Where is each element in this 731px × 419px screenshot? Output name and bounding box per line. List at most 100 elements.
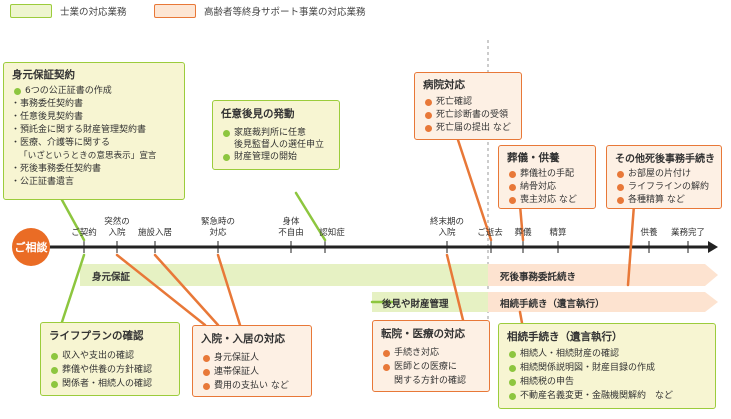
- tick-label-ninchisho: 認知症: [319, 228, 345, 238]
- tick-label-shintai-fujiyu: 身体 不自由: [278, 217, 304, 238]
- connector-nyuin-2: [153, 253, 220, 327]
- band-mimoto: [80, 264, 488, 286]
- box-item: 6つの公正証書の作成: [25, 86, 112, 96]
- bullet-icon: [14, 88, 21, 95]
- box-item: 葬儀や供養の方針確認: [62, 365, 153, 375]
- box-item: 死亡診断書の受領: [436, 110, 509, 120]
- tick-label-seisan: 精算: [549, 228, 567, 238]
- box-item: 家庭裁判所に任意: [234, 128, 307, 138]
- legend-label-shigyo: 士業の対応業務: [60, 7, 127, 18]
- box-sogi: 葬儀・供養 葬儀社の手配 納骨対応 喪主対応 など: [498, 145, 596, 209]
- bullet-icon: [51, 381, 58, 388]
- box-item: 「いざというときの意思表示」宣言: [19, 151, 157, 161]
- box-title: 病院対応: [423, 79, 465, 91]
- connectors-support: [115, 138, 636, 327]
- bullet-icon: [617, 184, 624, 191]
- box-title: 任意後見の発動: [221, 108, 295, 120]
- bullet-icon: [509, 184, 516, 191]
- box-lifeplan: ライフプランの確認 収入や支出の確認 葬儀や供養の方針確認 関係者・相続人の確認: [40, 322, 180, 396]
- box-title: 相続手続き（遺言執行）: [507, 331, 623, 343]
- connector-sozoku: [518, 310, 524, 325]
- bullet-icon: [509, 393, 516, 400]
- bullet-icon: [203, 369, 210, 376]
- box-title: その他死後事務手続き: [615, 154, 715, 165]
- tick-label-kinkyuji: 緊急時の 対応: [200, 217, 236, 238]
- box-item: ・事務委任契約書: [11, 99, 84, 109]
- box-mimoto-keiyaku: 身元保証契約 6つの公正証書の作成 ・事務委任契約書 ・任意後見契約書 ・預託金…: [3, 62, 185, 200]
- box-title: 転院・医療の対応: [381, 328, 465, 340]
- tick-label-shisetsu-nyukyo: 施設入居: [137, 228, 173, 238]
- box-item: 不動産名義変更・金融機関解約 など: [520, 391, 674, 401]
- band-label-koken: 後見や財産管理: [382, 299, 449, 310]
- tick-label-totsuzen-nyuin: 突然の 入院: [104, 217, 130, 238]
- box-nini-koken: 任意後見の発動 家庭裁判所に任意 後見監督人の選任申立 財産管理の開始: [212, 100, 340, 170]
- timeline-arrow-head: [708, 241, 718, 253]
- bullet-icon: [509, 351, 516, 358]
- box-item: 費用の支払い など: [214, 381, 289, 391]
- connector-mimoto-keiyaku: [60, 198, 86, 242]
- box-item: ・任意後見契約書: [11, 112, 84, 122]
- box-item: 財産管理の開始: [234, 152, 298, 162]
- box-sonota: その他死後事務手続き お部屋の片付け ライフラインの解約 各種精算 など: [606, 145, 722, 209]
- bullet-icon: [425, 99, 432, 106]
- bullet-icon: [383, 350, 390, 357]
- legend-label-support: 高齢者等終身サポート事業の対応業務: [204, 7, 366, 18]
- tick-label-sogi: 葬儀: [514, 228, 532, 238]
- bullet-icon: [617, 171, 624, 178]
- box-title: 入院・入居の対応: [201, 333, 285, 345]
- connector-nini-koken: [294, 191, 327, 242]
- box-item: 連帯保証人: [214, 367, 260, 377]
- band-label-shigo: 死後事務委託続き: [500, 272, 577, 283]
- box-item: ライフラインの解約: [628, 182, 710, 192]
- bullet-icon: [425, 112, 432, 119]
- box-item: 身元保証人: [214, 353, 260, 363]
- band-label-sozoku: 相続手続き（遺言執行）: [500, 299, 605, 310]
- band-label-mimoto: 身元保証: [92, 272, 131, 283]
- bullet-icon: [617, 197, 624, 204]
- box-item: 収入や支出の確認: [62, 351, 135, 361]
- box-item: 後見監督人の選任申立: [234, 140, 325, 150]
- box-sozoku: 相続手続き（遺言執行） 相続人・相続財産の確認 相続関係説明図・財産目録の作成 …: [498, 323, 716, 409]
- box-item: ・死後事務委任契約書: [11, 164, 102, 174]
- tick-label-shumatsuki: 終末期の 入院: [429, 217, 465, 238]
- bullet-icon: [51, 367, 58, 374]
- box-item: 相続人・相続財産の確認: [520, 349, 620, 359]
- box-byoin: 病院対応 死亡確認 死亡診断書の受領 死亡届の提出 など: [414, 72, 522, 140]
- box-item: 関係者・相続人の確認: [62, 379, 153, 389]
- bullet-icon: [383, 364, 390, 371]
- box-title: ライフプランの確認: [49, 330, 144, 342]
- box-item: ・公正証書遺言: [11, 177, 75, 187]
- legend-swatch-shigyo: [10, 4, 52, 18]
- box-item: 相続関係説明図・財産目録の作成: [520, 363, 656, 373]
- connector-sonota: [626, 203, 636, 287]
- box-item: 関する方針の確認: [394, 376, 467, 386]
- timeline-ticks: [83, 241, 689, 253]
- box-item: 死亡確認: [436, 97, 473, 107]
- band-sozoku: [488, 292, 718, 312]
- box-title: 身元保証契約: [12, 69, 75, 81]
- connector-nyuin-1: [115, 253, 207, 327]
- tick-label-gyomu-kanryo: 業務完了: [670, 228, 706, 238]
- box-item: ・医療、介護等に関する: [11, 138, 111, 148]
- box-item: 納骨対応: [520, 182, 557, 192]
- connector-tenin: [445, 253, 465, 322]
- consultation-start-badge: ご相談: [12, 228, 50, 266]
- bullet-icon: [223, 130, 230, 137]
- bullet-icon: [509, 171, 516, 178]
- box-tenin: 転院・医療の対応 手続き対応 医師との医療に 関する方針の確認: [372, 320, 490, 392]
- bullet-icon: [223, 154, 230, 161]
- box-item: ・預託金に関する財産管理契約書: [11, 125, 147, 135]
- bullet-icon: [509, 365, 516, 372]
- box-title: 葬儀・供養: [507, 152, 560, 164]
- bullet-icon: [509, 197, 516, 204]
- tick-label-keiyaku: ご契約: [71, 228, 97, 238]
- box-item: 医師との医療に: [394, 362, 457, 372]
- box-item: 手続き対応: [394, 348, 440, 358]
- band-shigo: [488, 264, 718, 286]
- connector-byoin: [456, 138, 493, 242]
- legend-swatch-support: [154, 4, 196, 18]
- box-item: 葬儀社の手配: [520, 169, 575, 179]
- box-item: 死亡届の提出 など: [436, 123, 511, 133]
